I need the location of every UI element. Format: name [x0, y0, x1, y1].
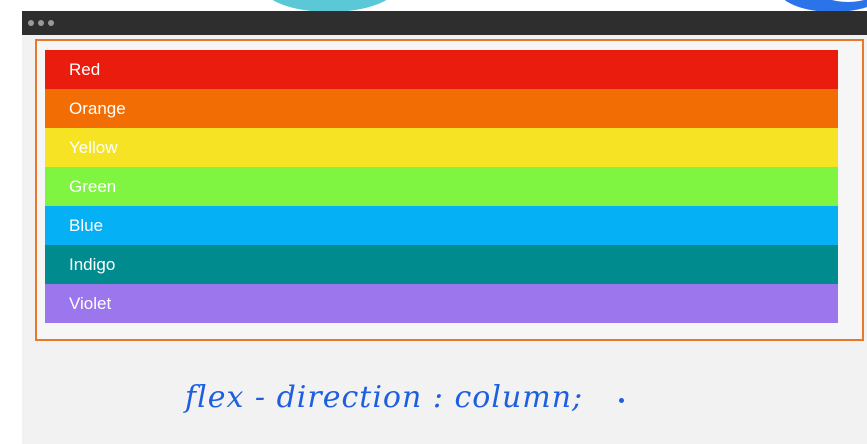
handwritten-annotation: flex - direction : column; [185, 380, 584, 415]
flex-item-label: Orange [69, 98, 126, 118]
flex-item-violet: Violet [45, 284, 838, 323]
flex-item-label: Yellow [69, 137, 118, 157]
flex-item-orange: Orange [45, 89, 838, 128]
window-control-dot-icon[interactable] [38, 20, 44, 26]
flex-item-green: Green [45, 167, 838, 206]
flex-item-label: Green [69, 176, 117, 196]
flex-item-label: Red [69, 59, 101, 79]
flex-item-blue: Blue [45, 206, 838, 245]
flex-item-label: Violet [69, 293, 112, 313]
flex-item-indigo: Indigo [45, 245, 838, 284]
annotation-dot [619, 398, 624, 403]
flex-item-yellow: Yellow [45, 128, 838, 167]
browser-window: Red Orange Yellow Green Blue Indigo Viol… [22, 11, 867, 444]
window-control-dot-icon[interactable] [28, 20, 34, 26]
window-control-dot-icon[interactable] [48, 20, 54, 26]
flex-item-label: Indigo [69, 254, 116, 274]
flex-item-label: Blue [69, 215, 104, 235]
window-titlebar [22, 11, 867, 35]
flex-item-red: Red [45, 50, 838, 89]
flex-container: Red Orange Yellow Green Blue Indigo Viol… [35, 39, 864, 341]
